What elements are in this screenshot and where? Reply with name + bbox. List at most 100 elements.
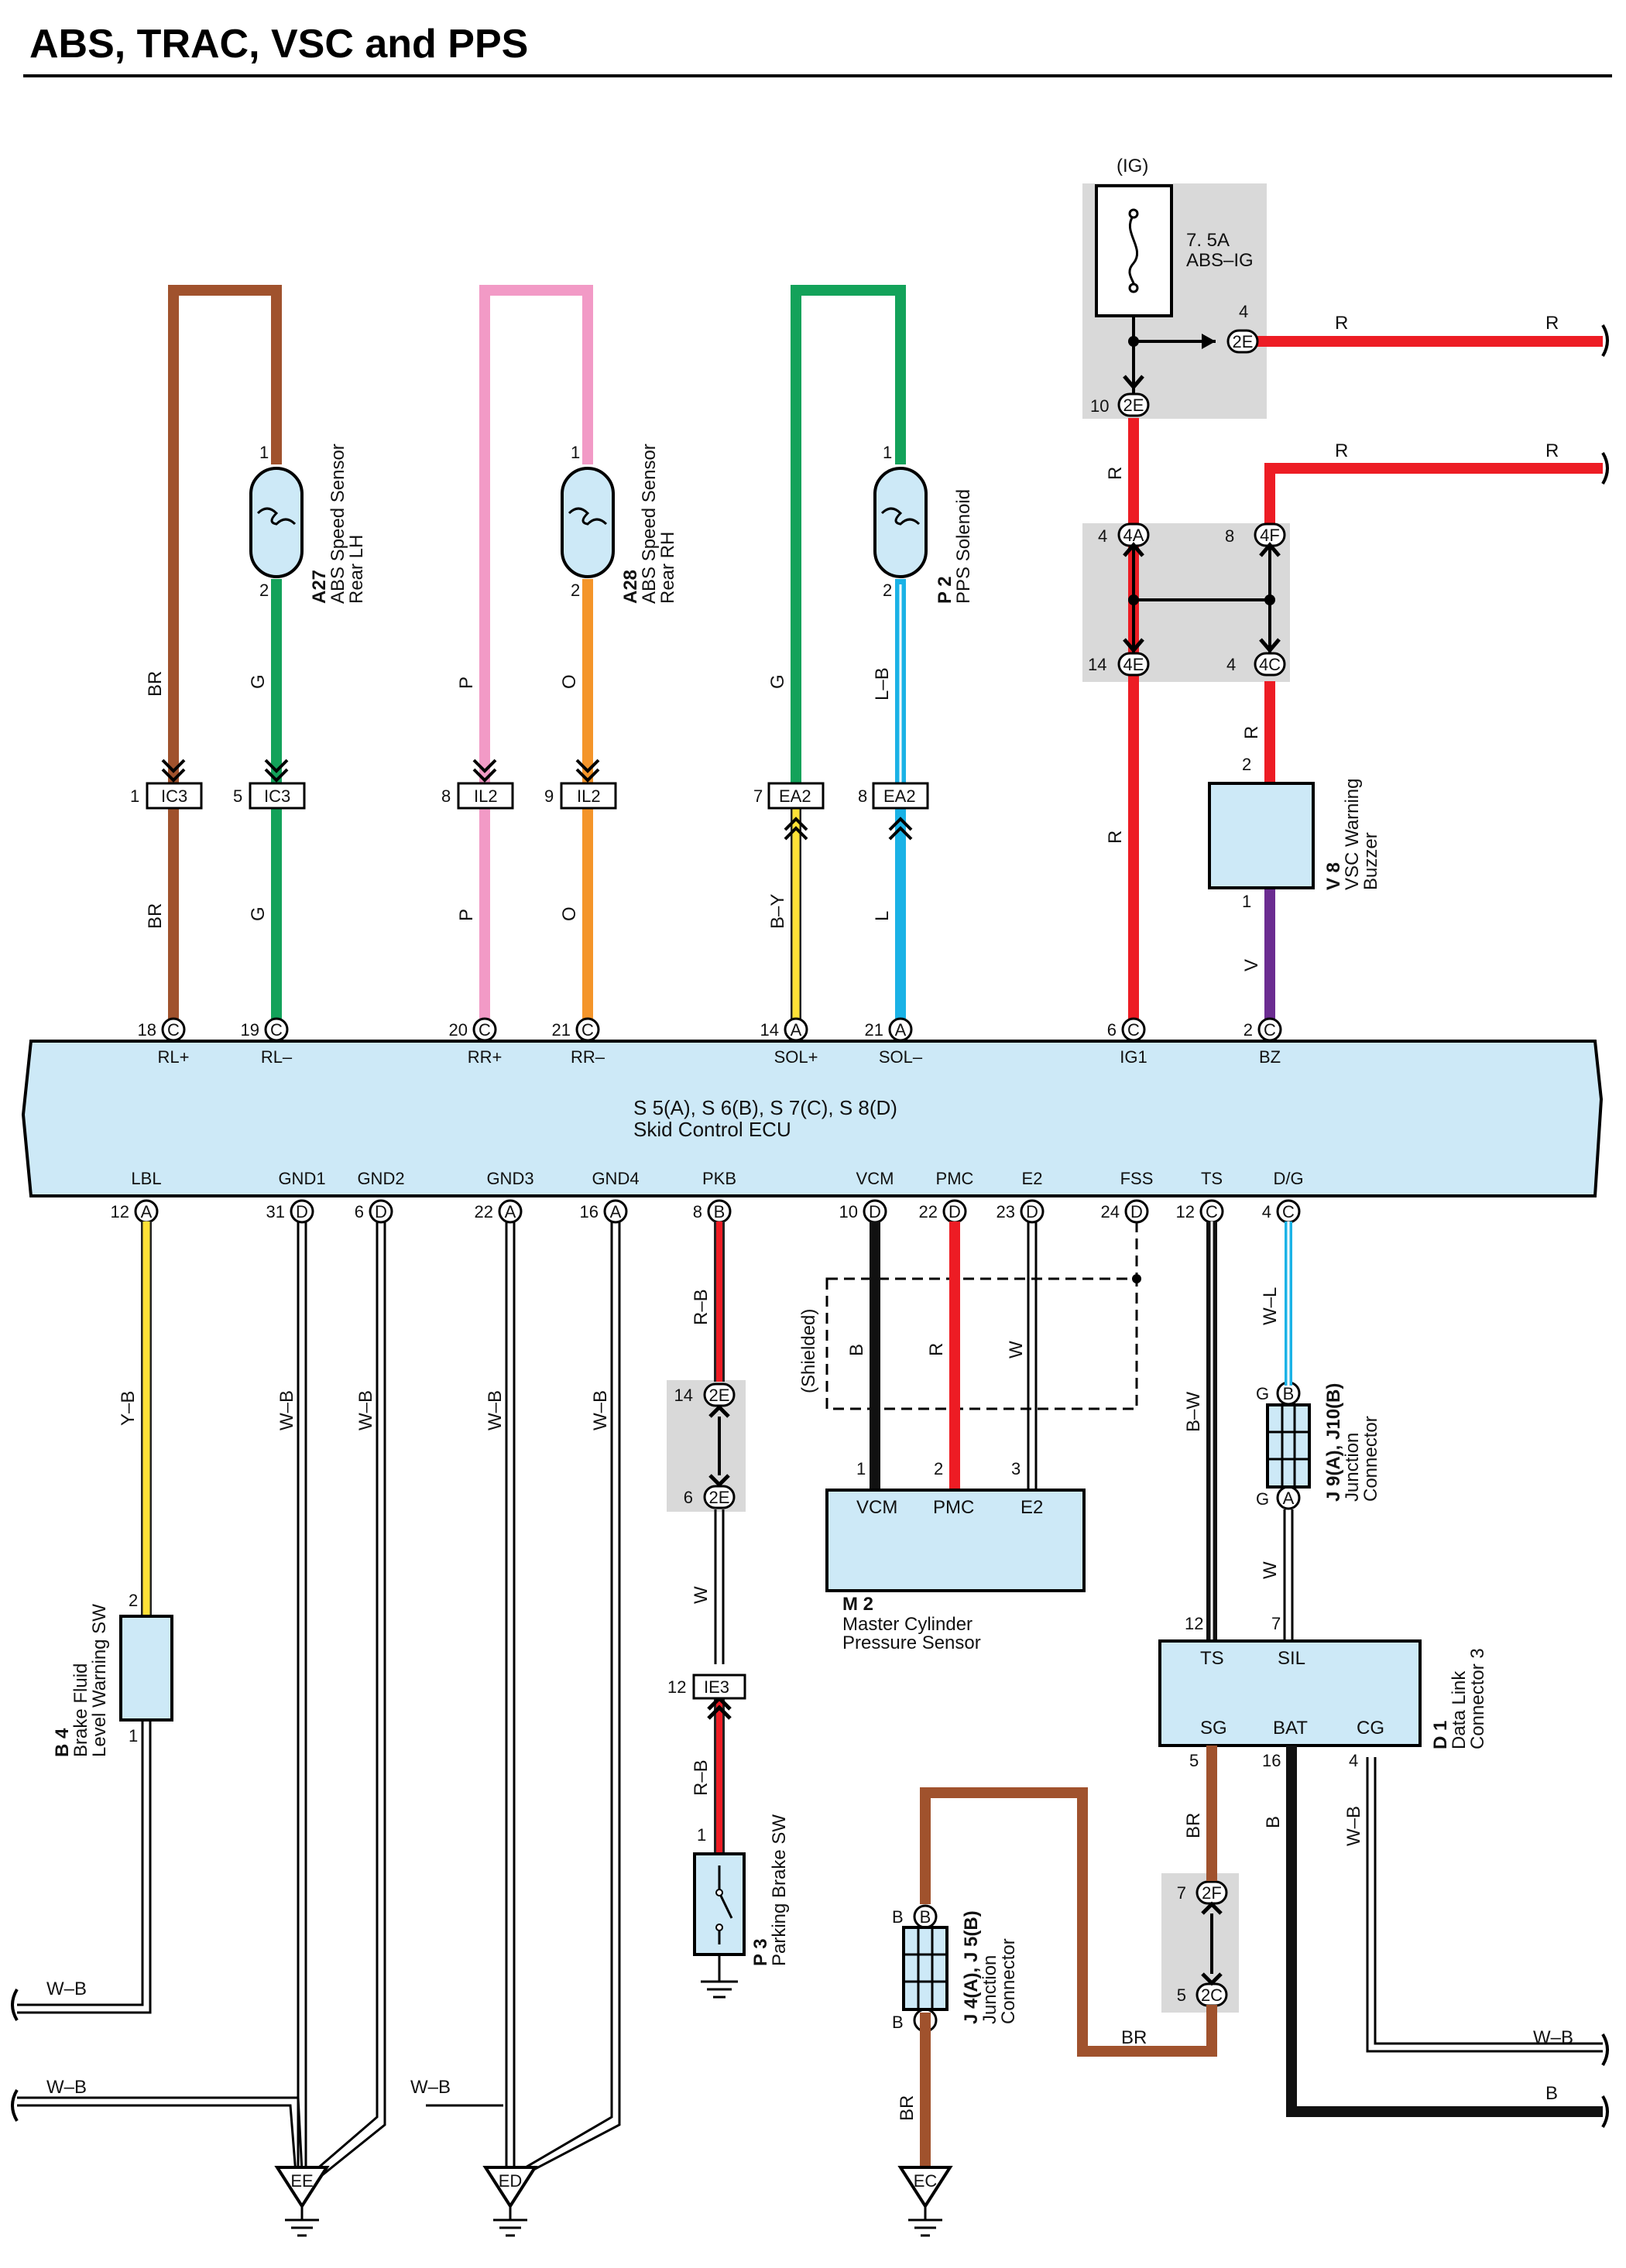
ecu-bottom-pin-label: PMC bbox=[936, 1169, 974, 1188]
junction-4-nums: 4 8 14 4 bbox=[1088, 526, 1236, 674]
a28-pin2: 2 bbox=[571, 581, 580, 600]
p2-label: P 2 PPS Solenoid bbox=[935, 489, 974, 604]
svg-text:A: A bbox=[505, 1202, 516, 1221]
fuse-box bbox=[1095, 184, 1173, 317]
m2-name: Master Cylinder bbox=[842, 1614, 973, 1635]
svg-text:P 3: P 3 bbox=[750, 1938, 771, 1966]
fuse-header: (IG) bbox=[1117, 156, 1148, 176]
brake-fluid-switch bbox=[119, 1615, 173, 1722]
svg-text:Buzzer: Buzzer bbox=[1360, 832, 1381, 890]
ecu-bottom-pin-label: PKB bbox=[702, 1169, 736, 1188]
svg-text:R: R bbox=[1335, 440, 1348, 461]
ecu-top-pin: C bbox=[575, 1017, 600, 1042]
ecu-top-pin-number: 21 bbox=[552, 1020, 571, 1040]
svg-text:Level Warning SW: Level Warning SW bbox=[89, 1604, 110, 1757]
a28-pin1: 1 bbox=[571, 443, 580, 462]
svg-text:2C: 2C bbox=[1201, 1985, 1223, 2005]
ecu-bottom-pin: D bbox=[1020, 1199, 1045, 1224]
ecu-bottom-pin: D bbox=[369, 1199, 393, 1224]
inline-connectors: IC3 1 IC3 5 IL2 8 IL2 9 EA2 7 EA2 8 bbox=[130, 782, 929, 810]
svg-text:1: 1 bbox=[130, 786, 139, 806]
svg-text:C: C bbox=[270, 1020, 283, 1040]
svg-text:CG: CG bbox=[1357, 1718, 1384, 1739]
page-title: ABS, TRAC, VSC and PPS bbox=[29, 22, 528, 67]
ecu-top-pin: C bbox=[1257, 1017, 1282, 1042]
bottom-wire-labels: Y–B W–B W–B W–B W–B R–B W R–B B R W B–W … bbox=[46, 1287, 1573, 2121]
svg-text:B: B bbox=[920, 1907, 931, 1927]
p3-label: P 3 Parking Brake SW bbox=[750, 1814, 790, 1966]
svg-text:B: B bbox=[1263, 1816, 1284, 1828]
svg-text:R: R bbox=[1335, 313, 1348, 334]
ecu-bottom-pin: A bbox=[134, 1199, 159, 1224]
svg-text:14: 14 bbox=[1088, 655, 1106, 674]
svg-text:B: B bbox=[892, 1907, 904, 1927]
ecu-bottom-pin-label: LBL bbox=[131, 1169, 161, 1188]
svg-text:R: R bbox=[1105, 831, 1126, 844]
ecu-top-pin-number: 19 bbox=[241, 1020, 259, 1040]
ecu-bottom-pin-number: 12 bbox=[111, 1202, 129, 1221]
ecu-top-pin: C bbox=[161, 1017, 186, 1042]
ecu-top-pin: A bbox=[888, 1017, 913, 1042]
skid-control-ecu bbox=[21, 1040, 1604, 1197]
svg-text:8: 8 bbox=[441, 786, 451, 806]
svg-text:W–B: W–B bbox=[355, 1390, 376, 1430]
svg-text:3: 3 bbox=[1011, 1459, 1021, 1478]
svg-text:VCM: VCM bbox=[856, 1497, 897, 1518]
ecu-bottom-pin-number: 8 bbox=[693, 1202, 702, 1221]
ecu-top-pin-label: RL– bbox=[261, 1047, 293, 1067]
svg-text:5: 5 bbox=[233, 786, 242, 806]
svg-text:C: C bbox=[167, 1020, 180, 1040]
ecu-bottom-pin-number: 16 bbox=[580, 1202, 599, 1221]
svg-text:J 4(A), J 5(B): J 4(A), J 5(B) bbox=[961, 1910, 982, 2024]
svg-text:C: C bbox=[1127, 1020, 1140, 1040]
svg-text:G: G bbox=[1256, 1384, 1269, 1403]
svg-text:R: R bbox=[1545, 440, 1559, 461]
ecu-desc: Skid Control ECU bbox=[633, 1118, 791, 1141]
svg-text:1: 1 bbox=[129, 1726, 138, 1746]
svg-text:W: W bbox=[1260, 1561, 1281, 1579]
svg-text:2E: 2E bbox=[1123, 396, 1144, 415]
svg-text:8: 8 bbox=[1225, 526, 1234, 546]
svg-text:W–B: W–B bbox=[410, 2077, 451, 2098]
ecu-top-pin-label: SOL+ bbox=[774, 1047, 818, 1067]
svg-text:16: 16 bbox=[1262, 1751, 1281, 1770]
ecu-bottom-pin-number: 23 bbox=[997, 1202, 1015, 1221]
wire-b-bat bbox=[1286, 1746, 1603, 2117]
svg-text:W–B: W–B bbox=[46, 2077, 87, 2098]
ecu-top-pin: C bbox=[472, 1017, 497, 1042]
svg-text:2E: 2E bbox=[709, 1386, 730, 1405]
svg-text:D: D bbox=[1026, 1202, 1038, 1221]
svg-text:E2: E2 bbox=[1021, 1497, 1043, 1518]
ecu-bottom-pin-number: 31 bbox=[266, 1202, 285, 1221]
svg-text:ED: ED bbox=[499, 2171, 523, 2191]
wire-br-loop bbox=[920, 1787, 1217, 2057]
pin-2f: 2F bbox=[1195, 1880, 1228, 1905]
svg-text:P 2: P 2 bbox=[935, 576, 955, 604]
svg-text:B–Y: B–Y bbox=[767, 894, 788, 929]
jb-2e-num1: 14 bbox=[674, 1386, 693, 1405]
a27-pin2: 2 bbox=[259, 581, 269, 600]
svg-text:R: R bbox=[1241, 726, 1262, 739]
svg-text:G: G bbox=[248, 906, 269, 921]
svg-text:Junction: Junction bbox=[979, 1955, 1000, 2024]
pin-2e-down: 2E bbox=[1117, 392, 1150, 417]
horizontal-wire-labels: R R R R bbox=[1335, 313, 1559, 461]
svg-text:R: R bbox=[1545, 313, 1559, 334]
svg-text:B: B bbox=[714, 1202, 726, 1221]
svg-text:W–B: W–B bbox=[590, 1390, 611, 1430]
svg-text:ABS Speed Sensor: ABS Speed Sensor bbox=[639, 444, 660, 604]
ground-ec: EC bbox=[897, 2166, 953, 2237]
ecu-bottom-pin-number: 22 bbox=[475, 1202, 493, 1221]
svg-text:2E: 2E bbox=[709, 1488, 730, 1507]
svg-text:IC3: IC3 bbox=[264, 786, 290, 806]
pin-2c: 2C bbox=[1195, 1982, 1228, 2007]
svg-text:BR: BR bbox=[145, 903, 166, 929]
ecu-top-pin-number: 21 bbox=[865, 1020, 883, 1040]
svg-text:B 4: B 4 bbox=[52, 1728, 73, 1757]
svg-text:R: R bbox=[1105, 467, 1126, 480]
svg-text:Data Link: Data Link bbox=[1449, 1670, 1470, 1749]
ecu-top-pin-number: 18 bbox=[138, 1020, 156, 1040]
svg-text:BR: BR bbox=[1121, 2027, 1147, 2048]
svg-text:V: V bbox=[1241, 959, 1262, 971]
